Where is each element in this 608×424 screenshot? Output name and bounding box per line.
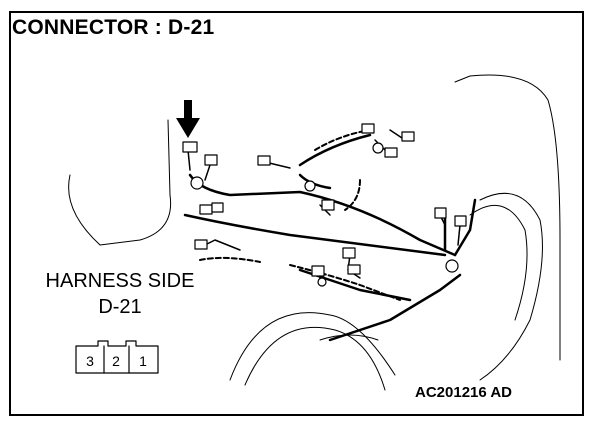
pin-3-label: 3 [86, 353, 94, 369]
arrow-down-icon [176, 100, 200, 138]
pin-2-label: 2 [112, 353, 120, 369]
harness-side-connector-id: D-21 [98, 296, 142, 318]
main-harness [183, 133, 477, 342]
harness-side-label: HARNESS SIDE D-21 [20, 268, 220, 320]
harness-connectors [182, 123, 467, 287]
harness-side-title: HARNESS SIDE [45, 270, 195, 292]
pin-1-label: 1 [139, 353, 147, 369]
diagram-frame [9, 11, 584, 416]
figure-code: AC201216 AD [415, 384, 512, 401]
connector-d21-location [182, 141, 198, 153]
connector-title: CONNECTOR : D-21 [12, 16, 215, 39]
vehicle-body-outline [68, 74, 561, 391]
connector-face-icon [75, 340, 159, 374]
connector-pins: 3 2 1 [86, 353, 147, 369]
